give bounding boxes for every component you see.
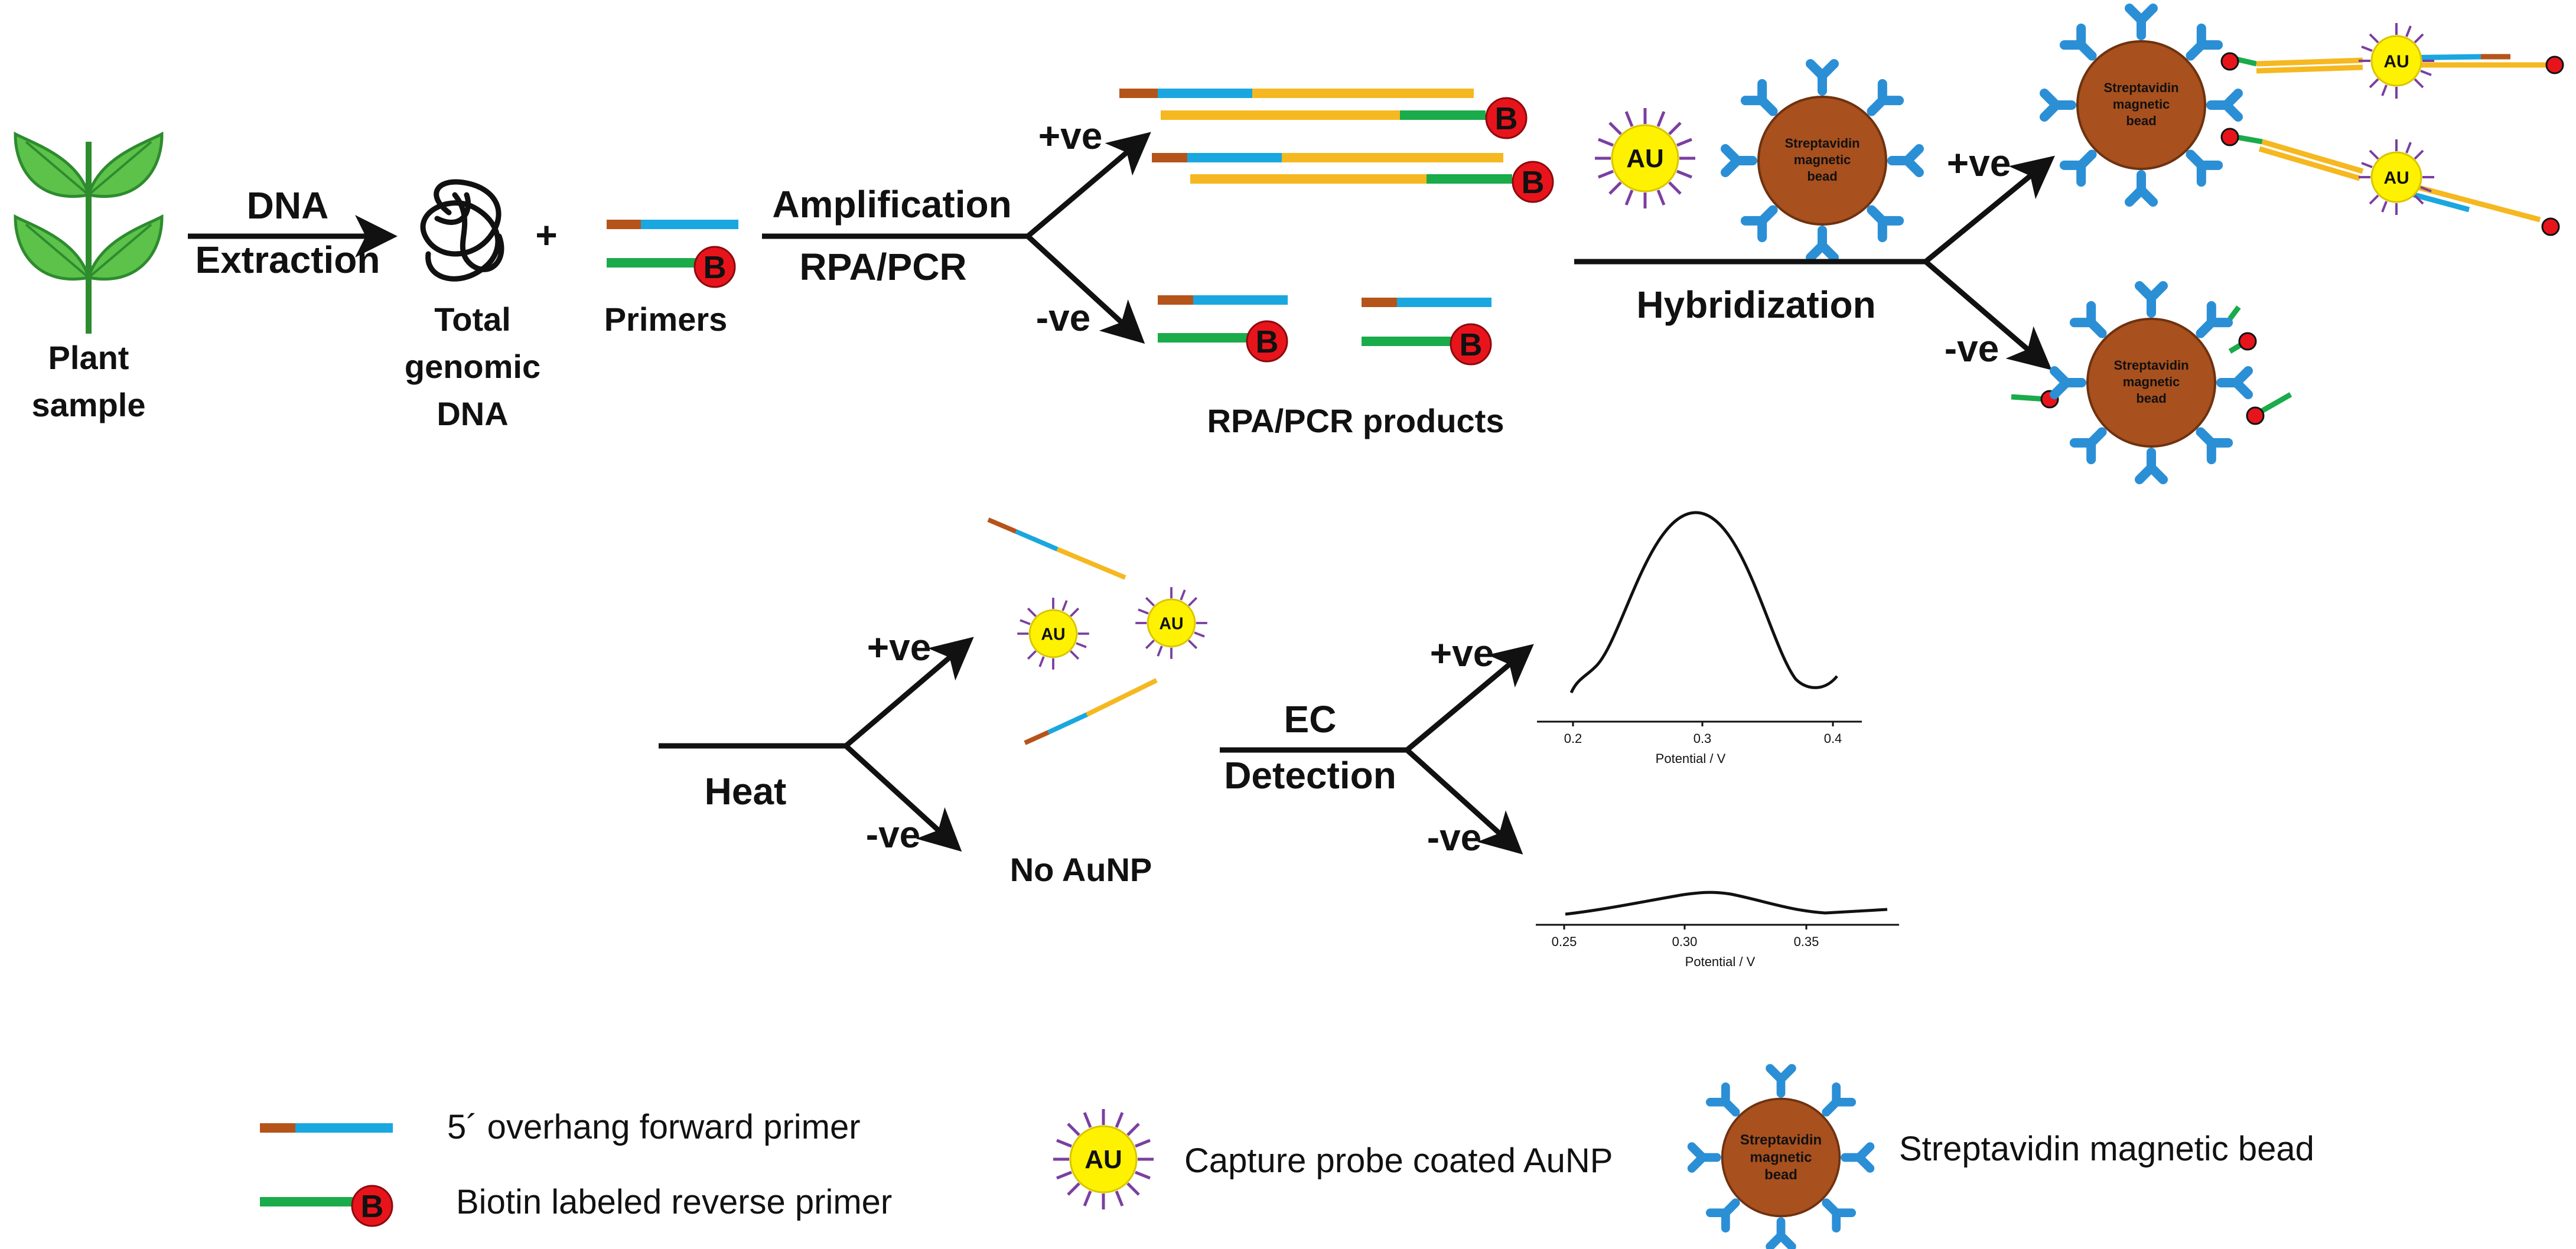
amplification-pos-label: +ve: [1038, 115, 1103, 157]
bead-label-line2: magnetic: [2113, 97, 2170, 112]
au-label: AU: [1085, 1145, 1122, 1174]
legend: 5´ overhang forward primer B Biotin labe…: [260, 1068, 2314, 1247]
plus-sign: +: [535, 214, 557, 256]
heat-neg-arrow: [844, 743, 962, 852]
bottom-tick-2: 0.30: [1672, 934, 1698, 949]
top-axis-label: Potential / V: [1656, 751, 1726, 766]
heat-pos-label: +ve: [867, 626, 932, 668]
negative-voltammogram: 0.25 0.30 0.35 Potential / V: [1536, 891, 1899, 969]
genomic-label-line3: DNA: [437, 395, 508, 432]
positive-amplicon-2: B: [1152, 153, 1554, 203]
biotin-letter: B: [704, 250, 727, 285]
bead-label-line1: Streptavidin: [1784, 136, 1859, 151]
bottom-axis-label: Potential / V: [1685, 954, 1756, 969]
legend-aunp: AU Capture probe coated AuNP: [1053, 1109, 1613, 1209]
bead-label-line3: bead: [2136, 391, 2166, 406]
ec-pos-label: +ve: [1430, 632, 1494, 674]
extraction-label-line2: Extraction: [196, 239, 380, 281]
plant-icon: [6, 134, 171, 334]
ec-detection-label-line1: EC: [1284, 698, 1337, 741]
genomic-dna-icon: [420, 179, 504, 282]
legend-reverse-primer: B Biotin labeled reverse primer: [260, 1183, 892, 1227]
amplification-label-line2: RPA/PCR: [799, 246, 966, 288]
hybridization-pos-arrow: [1924, 155, 2055, 264]
top-tick-3: 0.4: [1824, 731, 1842, 746]
positive-voltammogram-trace: [1569, 511, 1838, 694]
legend-bead-label: Streptavidin magnetic bead: [1899, 1130, 2314, 1168]
bead-reagent: Streptavidin magnetic bead: [1725, 64, 1919, 257]
legend-bead: Streptavidin magnetic bead Streptavidin …: [1692, 1068, 2314, 1247]
negative-primers-1: B: [1158, 295, 1288, 363]
hybridization-label: Hybridization: [1636, 283, 1875, 326]
primers-label: Primers: [604, 301, 728, 338]
bead-label-line1: Streptavidin: [2103, 80, 2178, 95]
heat-pos-arrow: [844, 637, 974, 748]
au-label: AU: [1041, 625, 1065, 644]
biotin-letter: B: [1495, 101, 1518, 136]
ec-pos-arrow: [1405, 644, 1534, 752]
top-tick-1: 0.2: [1564, 731, 1582, 746]
bead-label-line3: bead: [2126, 113, 2156, 128]
bottom-tick-1: 0.25: [1552, 934, 1577, 949]
hybridization-neg-arrow: [1924, 259, 2052, 370]
legend-forward-primer-label: 5´ overhang forward primer: [447, 1108, 861, 1146]
bead-label-line1: Streptavidin: [1740, 1132, 1822, 1148]
bead-label-line2: magnetic: [1750, 1149, 1812, 1165]
bottom-tick-3: 0.35: [1794, 934, 1819, 949]
amplification-pos-arrow: [1026, 132, 1151, 239]
bead-label-line2: magnetic: [1794, 152, 1851, 167]
legend-aunp-label: Capture probe coated AuNP: [1184, 1142, 1613, 1180]
hybridization-pos-label: +ve: [1947, 142, 2011, 184]
biotin-letter: B: [1522, 165, 1545, 200]
hybrid-strand-1: AU: [2220, 22, 2564, 100]
au-label: AU: [2383, 168, 2409, 188]
ec-neg-label: -ve: [1427, 816, 1482, 859]
amplification-neg-label: -ve: [1036, 296, 1091, 339]
extraction-label-line1: DNA: [247, 184, 329, 227]
bead-label-line1: Streptavidin: [2113, 358, 2189, 373]
positive-hybrid-complex: AU AU Streptavidin magnetic bead: [2044, 8, 2564, 236]
aunp-reagent: AU: [1595, 108, 1695, 208]
no-aunp-label: No AuNP: [1010, 851, 1152, 888]
au-label: AU: [2383, 52, 2409, 71]
hybridization-neg-label: -ve: [1945, 327, 1999, 370]
positive-voltammogram: 0.2 0.3 0.4 Potential / V: [1537, 511, 1862, 766]
bead-label-line3: bead: [1764, 1167, 1797, 1183]
biotin-letter: B: [1460, 327, 1483, 363]
negative-hybrid-complex: Streptavidin magnetic bead: [2011, 286, 2292, 480]
biotin-letter: B: [361, 1189, 384, 1224]
bead-label-line3: bead: [1807, 169, 1837, 184]
plant-label-line2: sample: [32, 386, 146, 423]
legend-reverse-primer-label: Biotin labeled reverse primer: [456, 1183, 892, 1221]
released-aunp-group: AU AU: [987, 517, 1209, 745]
ec-detection-label-line2: Detection: [1224, 754, 1396, 797]
ec-neg-arrow: [1405, 748, 1523, 855]
positive-amplicon-1: B: [1119, 89, 1528, 139]
genomic-label-line2: genomic: [405, 348, 540, 385]
hybrid-strand-2: AU: [2220, 128, 2560, 236]
au-label: AU: [1626, 144, 1664, 173]
heat-neg-label: -ve: [866, 813, 921, 856]
top-tick-2: 0.3: [1694, 731, 1712, 746]
legend-forward-primer: 5´ overhang forward primer: [260, 1108, 861, 1146]
heat-label: Heat: [705, 770, 787, 813]
au-label: AU: [1159, 614, 1183, 633]
amplification-label-line1: Amplification: [772, 183, 1011, 226]
bead-label-line2: magnetic: [2123, 374, 2180, 389]
biotin-letter: B: [1256, 324, 1279, 360]
negative-voltammogram-trace: [1565, 891, 1888, 916]
primer-pair-icon: B: [607, 220, 738, 288]
genomic-label-line1: Total: [434, 301, 511, 338]
products-label: RPA/PCR products: [1207, 402, 1504, 439]
negative-primers-2: B: [1362, 298, 1492, 366]
amplification-neg-arrow: [1025, 234, 1145, 344]
plant-label-line1: Plant: [48, 339, 129, 376]
